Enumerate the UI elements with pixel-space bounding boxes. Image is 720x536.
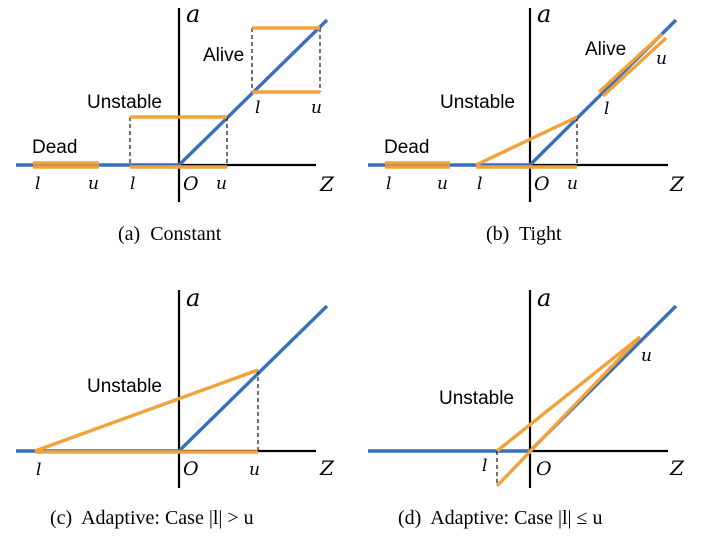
alive-bound [601,36,668,98]
alive-label: Alive [585,39,626,60]
lower-bound [495,335,642,488]
alive-upper-label: u [656,49,667,69]
origin-label: O [183,173,199,195]
upper-label: u [249,460,260,480]
upper-bound [495,335,642,453]
x-axis-label: Z [669,172,685,196]
origin-label: O [536,458,552,480]
x-axis-label: Z [319,456,335,480]
alive-label: Alive [203,45,244,66]
alive-bound [597,32,664,94]
upper-bound [34,368,259,453]
unstable-lower-label: l [477,174,482,194]
lower-label: l [36,460,41,480]
dead-lower-label: l [386,174,391,194]
unstable-label: Unstable [87,92,162,113]
dead-upper-label: u [88,174,99,194]
unstable-label: Unstable [439,388,514,409]
dead-lower-label: l [35,174,40,194]
y-axis-label: a [186,284,200,312]
panel-constant: a Z O Dead Unstable Alive l u l u l u (a… [16,0,335,245]
dead-label: Dead [32,137,77,158]
unstable-lower-label: l [130,174,135,194]
panel-adaptive-small-l: a Z O Unstable l u (d) Adaptive: Case |l… [368,284,685,529]
y-axis-label: a [537,0,551,28]
alive-lower-label: l [604,99,609,119]
upper-label: u [641,346,652,366]
origin-label: O [183,458,199,480]
dead-upper-label: u [437,174,448,194]
unstable-upper-label: u [567,174,578,194]
dead-label: Dead [384,137,429,158]
unstable-label: Unstable [87,376,162,397]
panel-caption: (a) Constant [118,223,222,245]
unstable-label: Unstable [440,92,515,113]
y-axis-label: a [537,284,551,312]
x-axis-label: Z [319,172,335,196]
panel-tight: a Z O Dead Unstable Alive l u l u l u (b… [368,0,685,245]
origin-label: O [534,173,550,195]
y-axis-label: a [186,0,200,28]
x-axis-label: Z [669,456,685,480]
alive-lower-label: l [255,98,260,118]
panel-adaptive-large-l: a Z O Unstable l u (c) Adaptive: Case |l… [16,284,335,529]
panel-caption: (c) Adaptive: Case |l| > u [50,507,254,529]
panel-caption: (d) Adaptive: Case |l| ≤ u [398,507,603,529]
unstable-upper-label: u [216,174,227,194]
lower-label: l [482,456,487,476]
alive-upper-label: u [311,98,322,118]
relu-linear-segment [177,304,329,453]
panel-caption: (b) Tight [486,223,562,245]
unstable-upper-bound [475,115,578,167]
